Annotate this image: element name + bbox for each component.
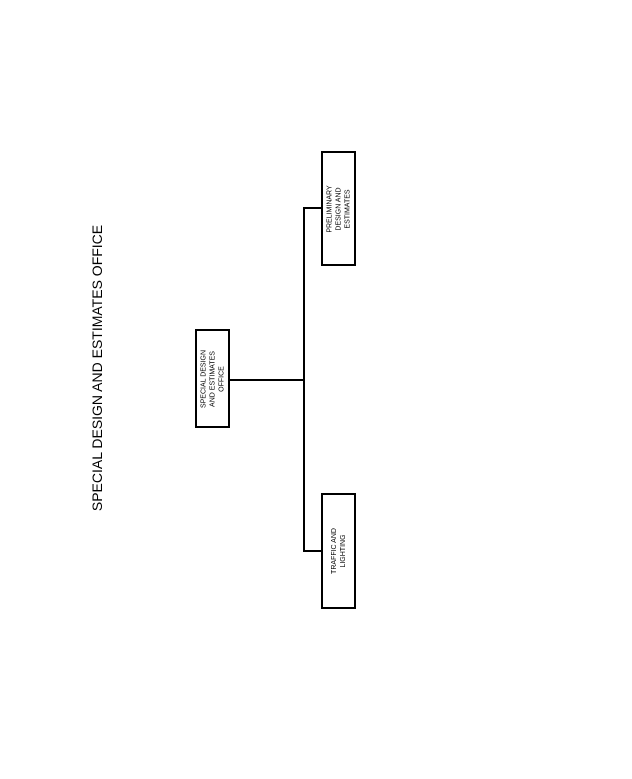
chart-title: SPECIAL DESIGN AND ESTIMATES OFFICE [89, 224, 105, 512]
org-box-label-line: LIGHTING [339, 534, 347, 568]
org-box-label-line: TRAFFIC AND [330, 528, 338, 574]
org-box-label-line: SPECIAL DESIGN [200, 349, 207, 408]
org-box-special-design-office: SPECIAL DESIGN AND ESTIMATES OFFICE [195, 329, 230, 428]
org-box-label: PRELIMINARY DESIGN AND ESTIMATES [325, 185, 352, 232]
org-box-label-line: DESIGN AND [335, 186, 342, 231]
org-box-label-line: PRELIMINARY [326, 184, 333, 233]
org-box-label-line: OFFICE [218, 365, 225, 392]
org-box-label: TRAFFIC AND LIGHTING [330, 528, 348, 574]
org-box-label-line: ESTIMATES [344, 188, 351, 229]
connector-trunk [303, 207, 305, 552]
org-box-traffic-lighting: TRAFFIC AND LIGHTING [321, 493, 356, 609]
connector-to-preliminary [303, 207, 322, 209]
connector-root-to-trunk [229, 379, 304, 381]
connector-to-traffic [303, 550, 322, 552]
org-box-preliminary-design: PRELIMINARY DESIGN AND ESTIMATES [321, 151, 356, 266]
org-box-label: SPECIAL DESIGN AND ESTIMATES OFFICE [199, 349, 226, 407]
org-box-label-line: AND ESTIMATES [209, 350, 216, 407]
